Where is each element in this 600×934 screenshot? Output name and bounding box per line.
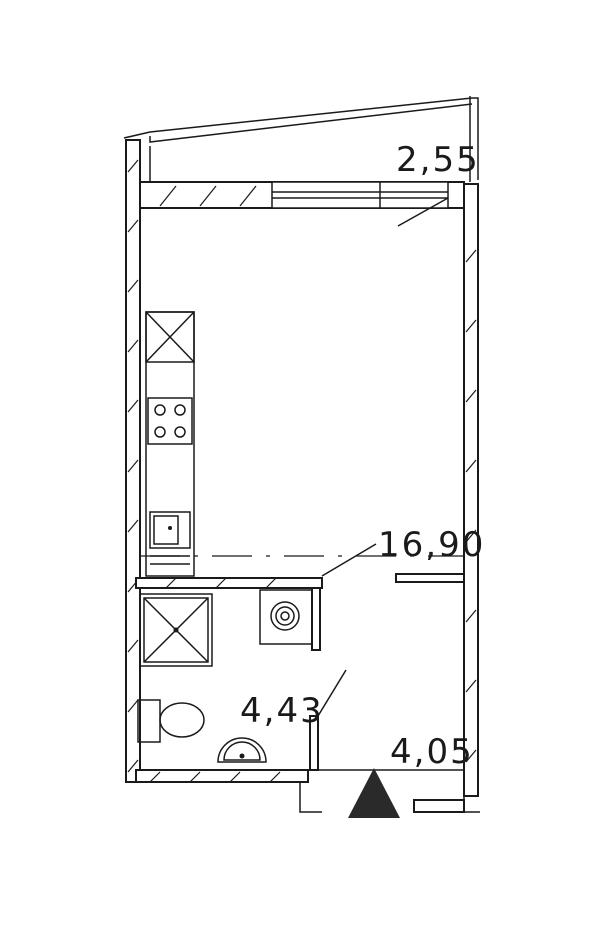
wall-hatching — [127, 159, 477, 783]
kitchen-counter — [145, 311, 195, 577]
washbasin-icon — [217, 737, 267, 763]
window — [271, 181, 449, 227]
bathroom-door — [317, 669, 347, 717]
toilet-icon — [137, 699, 205, 743]
stove-icon — [147, 397, 193, 445]
entrance-arrow-icon — [348, 768, 400, 818]
balcony-area: 2,55 — [396, 140, 480, 180]
living-room-area: 16,90 — [378, 525, 485, 565]
fridge-icon — [145, 311, 195, 363]
balcony — [123, 96, 479, 182]
leader-line — [321, 543, 377, 577]
bathroom-area: 4,43 — [240, 691, 324, 731]
shower-icon — [139, 593, 213, 667]
entrance-walls — [299, 769, 480, 813]
washing-machine-icon — [259, 589, 313, 645]
hallway-area: 4,05 — [390, 732, 474, 772]
